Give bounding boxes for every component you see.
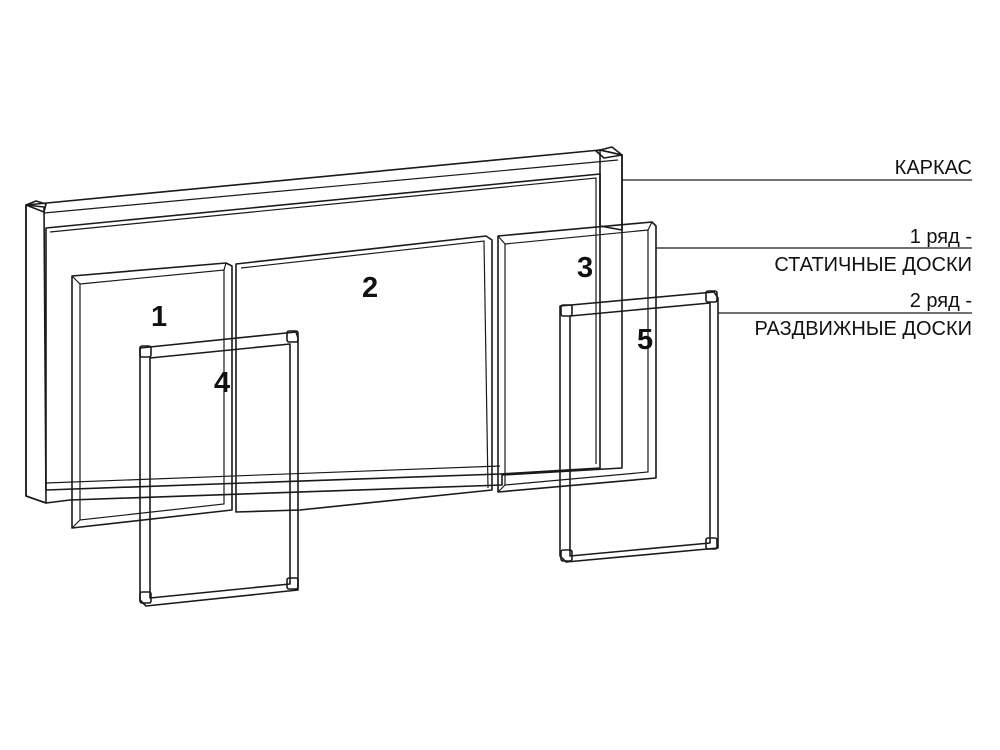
board-2-number: 2 [362, 272, 378, 304]
row1-label-line1: 1 ряд - [910, 226, 972, 248]
row1-label-line2: СТАТИЧНЫЕ ДОСКИ [774, 254, 972, 276]
row2-label-line1: 2 ряд - [910, 290, 972, 312]
board-5: 5 [559, 290, 719, 563]
board-1-number: 1 [151, 301, 167, 333]
board-4-number: 4 [214, 367, 230, 399]
leader-lines [622, 179, 972, 314]
frame [25, 146, 623, 504]
frame-label: КАРКАС [895, 157, 972, 179]
board-5-number: 5 [637, 324, 653, 356]
labels: КАРКАС 1 ряд - СТАТИЧНЫЕ ДОСКИ 2 ряд - Р… [754, 157, 972, 340]
board-4: 4 [139, 330, 299, 607]
board-1: 1 [71, 262, 233, 529]
board-3-number: 3 [577, 252, 593, 284]
board-2: 2 [235, 235, 493, 513]
row2-label-line2: РАЗДВИЖНЫЕ ДОСКИ [754, 318, 972, 340]
board-3: 3 [497, 221, 657, 493]
